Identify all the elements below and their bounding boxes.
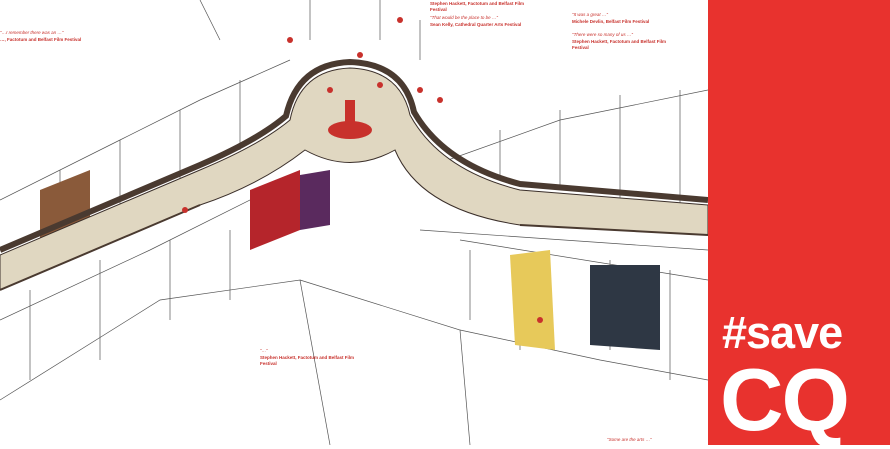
quote-text: "It was a great …" bbox=[572, 12, 608, 17]
quote: "It was a great …" Michele Devlin, Belfa… bbox=[572, 12, 682, 25]
cq-logo: CQ bbox=[720, 350, 850, 449]
cathedral-quarter-illustration bbox=[0, 0, 708, 445]
quote: "There were so many of us …" Stephen Hac… bbox=[572, 32, 682, 51]
quote-text: "There were so many of us …" bbox=[572, 32, 633, 37]
campaign-panel: #save CQ bbox=[708, 0, 890, 445]
quote-attribution: Stephen Hackett, Factotum and Belfast Fi… bbox=[260, 355, 355, 366]
quote-attribution: Stephen Hackett, Factotum and Belfast Fi… bbox=[430, 1, 525, 12]
quote: "That would be the place to be …" Sean K… bbox=[430, 15, 530, 28]
quote: "Some are the arts …" bbox=[607, 437, 707, 443]
purple-room bbox=[300, 170, 330, 230]
hashtag: #save bbox=[722, 307, 843, 358]
quote-text: "Some are the arts …" bbox=[607, 437, 652, 442]
quote-text: "…" bbox=[260, 348, 268, 353]
quote: "…" Stephen Hackett, Factotum and Belfas… bbox=[260, 348, 360, 367]
dark-room bbox=[590, 265, 660, 350]
quote-attribution: Sean Kelly, Cathedral Quarter Arts Festi… bbox=[430, 22, 522, 27]
quote-attribution: …, Factotum and Belfast Film Festival bbox=[0, 37, 82, 42]
quote-attribution: Stephen Hackett, Factotum and Belfast Fi… bbox=[572, 39, 667, 50]
quote: "…I remember there was an …" …, Factotum… bbox=[0, 30, 100, 43]
quote: Stephen Hackett, Factotum and Belfast Fi… bbox=[430, 0, 530, 13]
quote-attribution: Michele Devlin, Belfast Film Festival bbox=[572, 19, 650, 24]
yellow-room bbox=[510, 250, 555, 350]
quote-text: "That would be the place to be …" bbox=[430, 15, 498, 20]
red-room bbox=[250, 170, 300, 250]
quote-text: "…I remember there was an …" bbox=[0, 30, 64, 35]
